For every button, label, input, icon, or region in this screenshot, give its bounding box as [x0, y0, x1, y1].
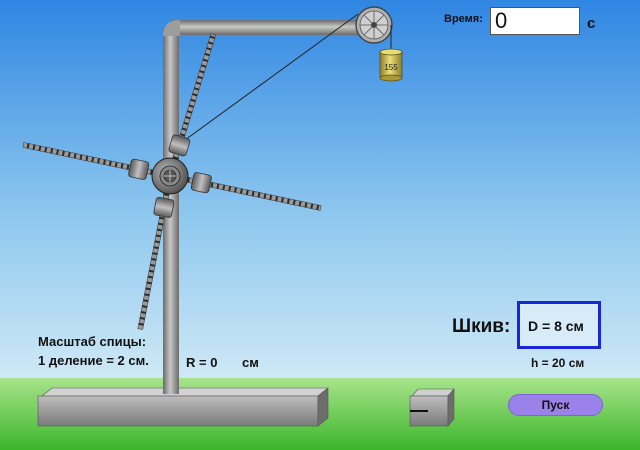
radius-unit: см	[242, 355, 259, 370]
time-unit: с	[587, 15, 596, 32]
sleeve-bottom	[153, 196, 175, 218]
radius-readout: R = 0	[186, 355, 218, 370]
drop-height: h = 20 см	[531, 356, 585, 370]
pulley-diameter-box[interactable]	[517, 301, 601, 349]
sleeve-top	[168, 134, 191, 157]
spokes	[22, 33, 322, 330]
hanging-weight: 155	[379, 48, 403, 82]
pulley-diameter: D = 8 см	[528, 318, 584, 334]
top-beam	[172, 20, 374, 35]
sleeve-right	[190, 172, 212, 194]
base-slab	[37, 387, 329, 427]
spoke-sleeves	[128, 134, 212, 218]
string-to-spindle	[184, 13, 359, 141]
beam-corner	[163, 20, 180, 36]
time-field: 0	[490, 7, 580, 35]
time-label: Время:	[444, 13, 483, 25]
pulley-label: Шкив:	[452, 316, 511, 337]
scale-title: Масштаб спицы:	[38, 334, 147, 349]
scale-text: 1 деление = 2 см.	[38, 353, 149, 368]
weight-label: 155	[384, 63, 398, 72]
start-button[interactable]: Пуск	[508, 394, 603, 416]
hub	[151, 157, 189, 195]
sleeve-left	[128, 158, 150, 180]
top-pulley-wheel	[355, 6, 393, 44]
ground-block	[409, 388, 455, 427]
